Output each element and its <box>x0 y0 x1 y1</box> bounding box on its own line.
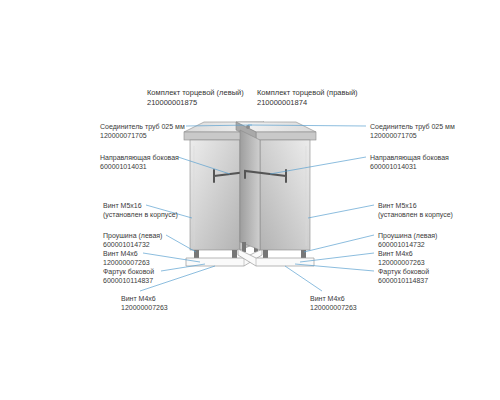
part-label: 120000071705 <box>370 131 417 140</box>
part-label: Соединитель труб 025 мм <box>370 122 455 131</box>
part-label: Направляющая боковая <box>370 153 449 162</box>
part-label: Винт М4х6 <box>378 249 413 258</box>
kit-title: 210000001875 <box>147 98 197 107</box>
part-label: (установлен в корпусе) <box>103 210 178 219</box>
part-label: 120000007263 <box>378 258 425 267</box>
part-label: 600001014031 <box>100 162 147 171</box>
kit-title: Комплект торцевой (правый) <box>257 88 358 97</box>
part-label: 600001014732 <box>103 240 150 249</box>
part-label: 6000010114837 <box>378 276 428 285</box>
part-label: Винт М5х16 <box>103 201 142 210</box>
part-label: 6000010114837 <box>103 276 153 285</box>
part-label: Винт М4х6 <box>121 294 156 303</box>
part-label: 120000007263 <box>310 303 357 312</box>
part-label: 600001014031 <box>370 162 417 171</box>
part-label: Соединитель труб 025 мм <box>100 122 185 131</box>
part-label: 600001014732 <box>378 240 425 249</box>
kit-title: Комплект торцевой (левый) <box>147 88 244 97</box>
part-label: 120000007263 <box>103 258 150 267</box>
part-label: Винт М4х6 <box>103 249 138 258</box>
part-label: 120000071705 <box>100 131 147 140</box>
part-label: 120000007263 <box>121 303 168 312</box>
cabinet-right <box>236 122 316 266</box>
part-label: Фартук боковой <box>103 267 154 276</box>
part-label: (установлен в корпусе) <box>378 210 453 219</box>
leader-lines <box>140 125 374 291</box>
part-label: Фартук боковой <box>378 267 429 276</box>
part-label: Проушина (левая) <box>378 231 437 240</box>
kit-title: 210000001874 <box>257 98 307 107</box>
part-label: Винт М4х6 <box>310 294 345 303</box>
part-label: Проушина (левая) <box>103 231 162 240</box>
part-label: Направляющая боковая <box>100 153 179 162</box>
part-label: Винт М5х16 <box>378 201 417 210</box>
